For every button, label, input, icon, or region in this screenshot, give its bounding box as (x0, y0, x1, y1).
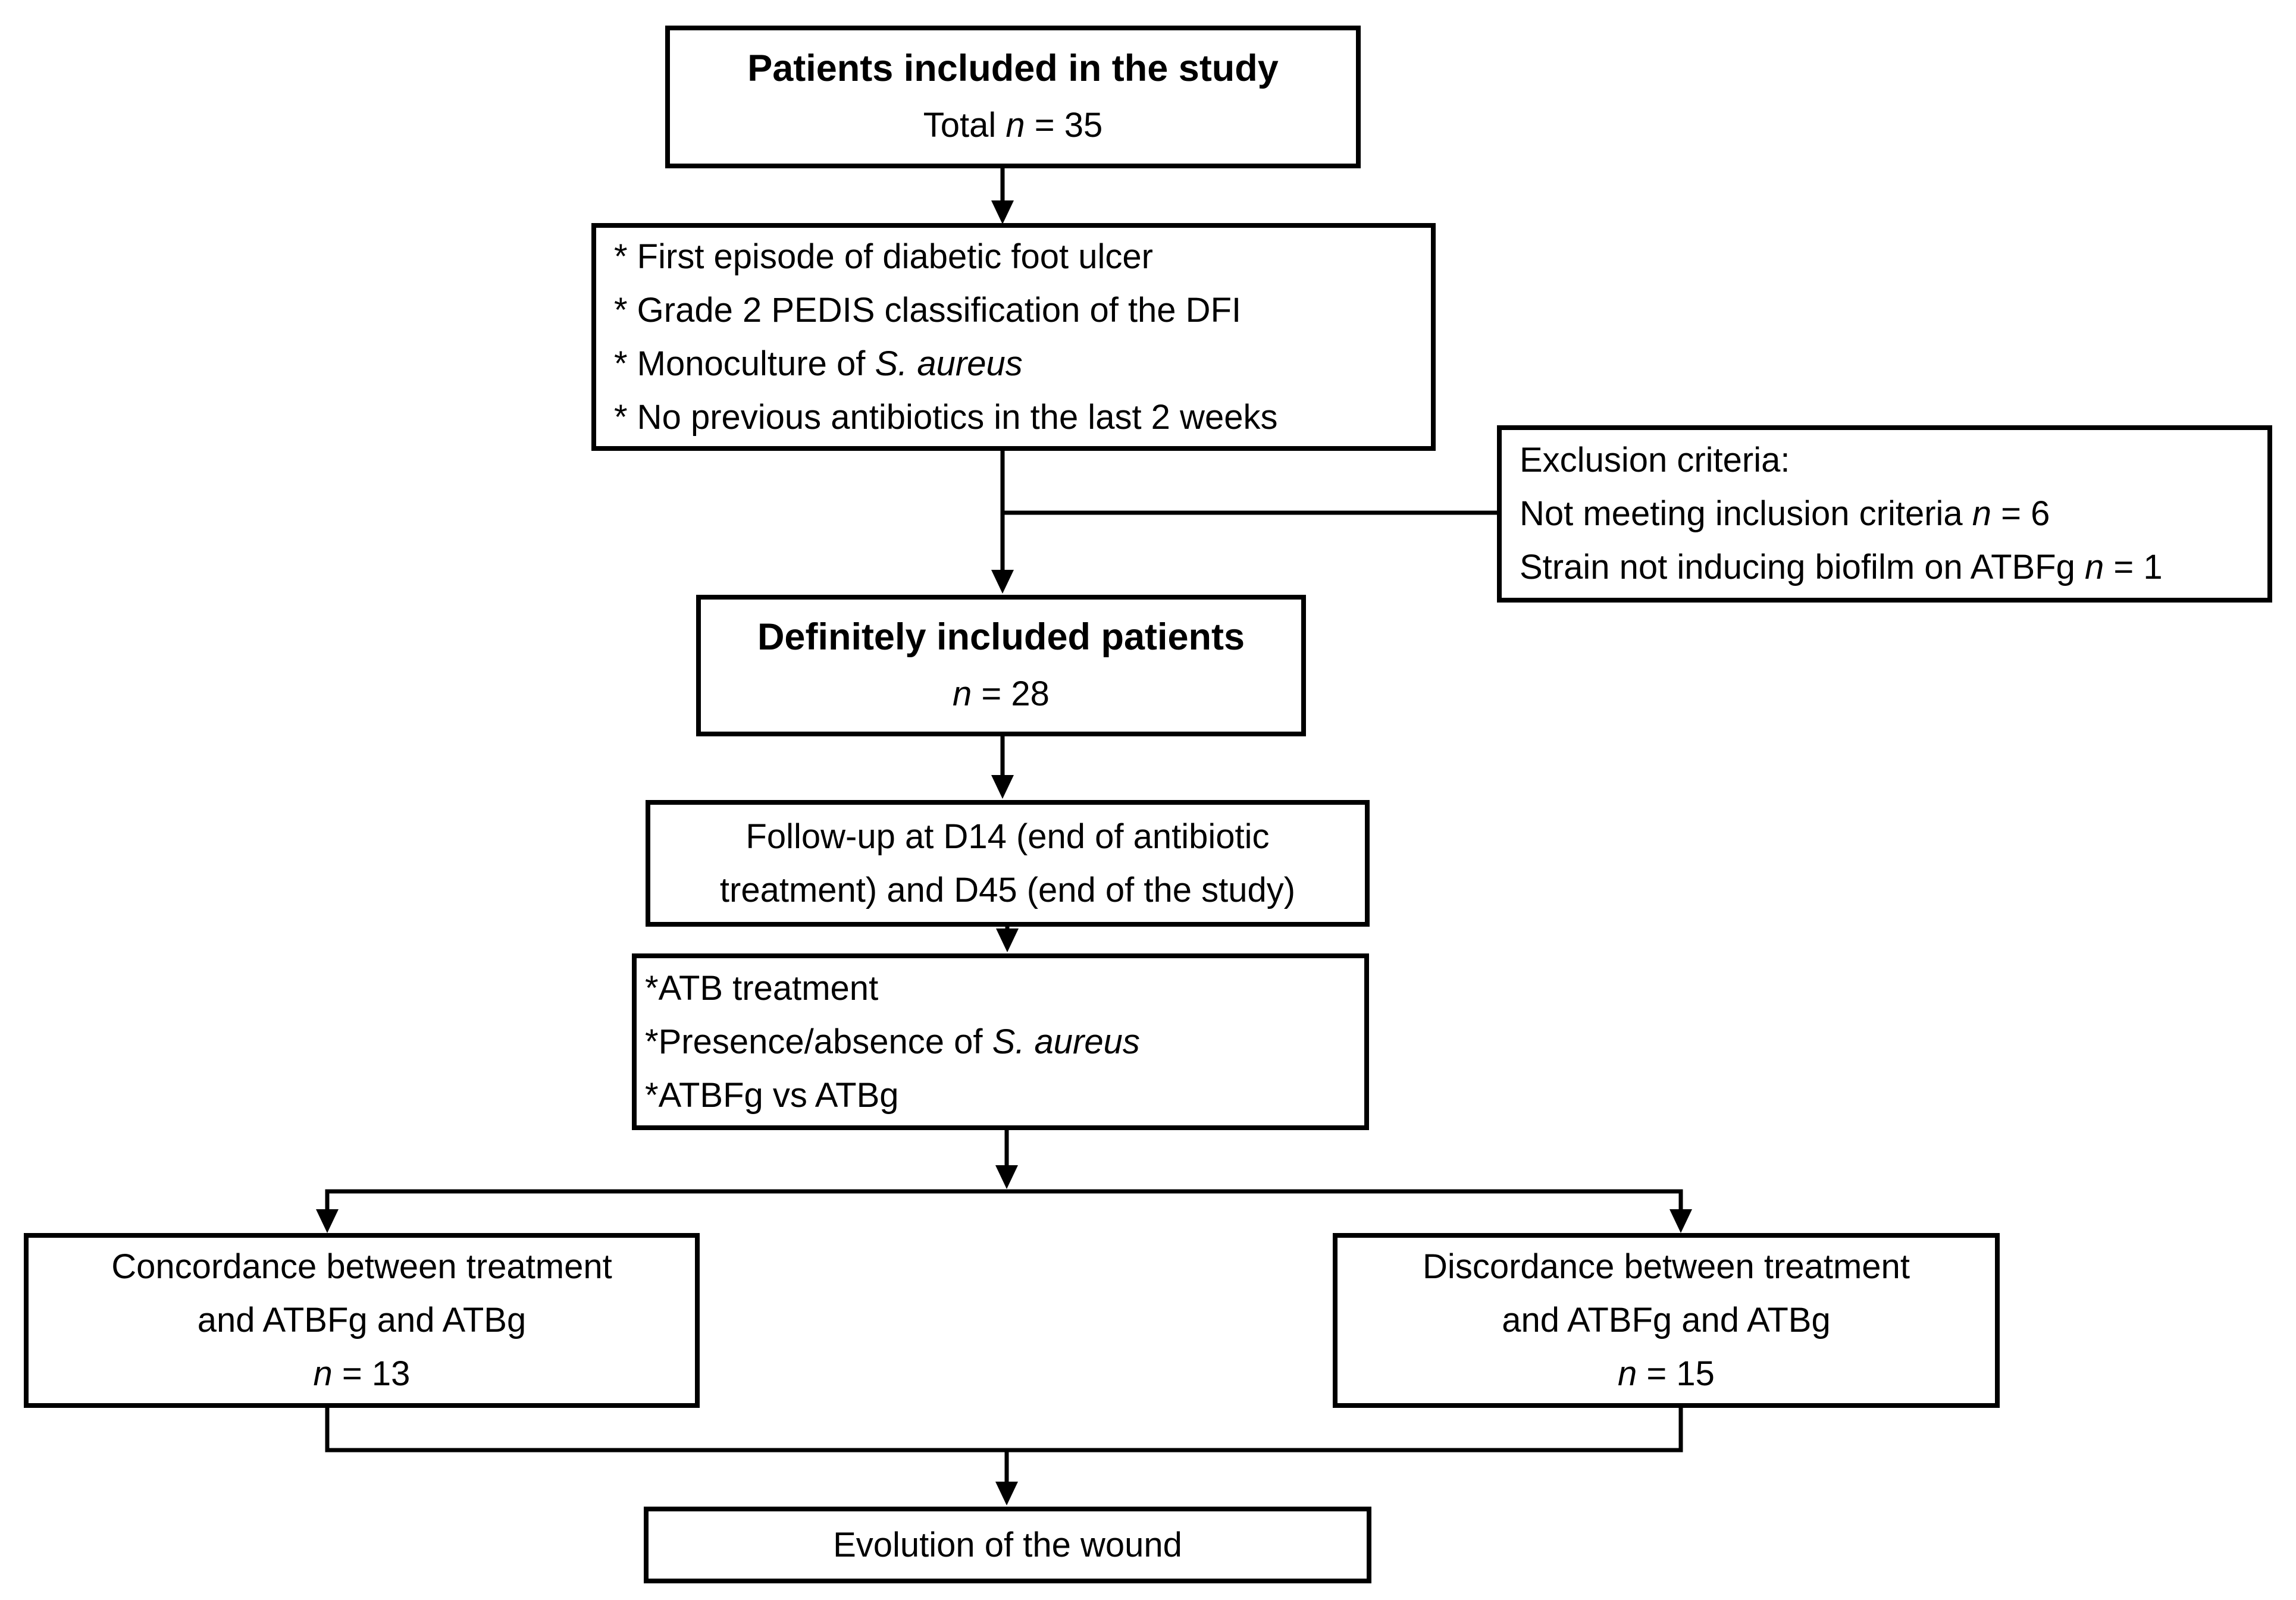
box-line: *ATB treatment (645, 962, 878, 1015)
box-line: Concordance between treatment (111, 1240, 612, 1294)
text-segment: Discordance between treatment (1423, 1247, 1910, 1286)
text-segment: = 13 (332, 1354, 411, 1393)
box-exclusion-criteria: Exclusion criteria: Not meeting inclusio… (1497, 425, 2272, 603)
arrow-criteria-to-definitely (991, 451, 1014, 594)
arrow-head (316, 1209, 339, 1233)
text-segment: = 15 (1637, 1354, 1715, 1393)
text-segment: = 6 (1991, 494, 2050, 533)
arrow-split-to-discordance (1669, 1191, 1692, 1233)
box-line: Patients included in the study (747, 40, 1279, 98)
arrow-head (991, 200, 1014, 224)
box-line: and ATBFg and ATBg (198, 1294, 526, 1347)
arrow-head (991, 775, 1014, 799)
arrow-assessments-to-split (995, 1130, 1018, 1189)
text-segment: *ATBFg vs ATBg (645, 1075, 899, 1115)
arrow-merge-to-evolution (995, 1450, 1018, 1505)
text-segment: Evolution of the wound (833, 1525, 1182, 1564)
arrow-head (995, 1482, 1018, 1505)
box-line: n = 15 (1618, 1347, 1715, 1401)
box-line: *Presence/absence of S. aureus (645, 1015, 1140, 1069)
text-segment: Strain not inducing biofilm on ATBFg (1520, 548, 2085, 586)
text-segment: = 28 (972, 674, 1050, 713)
box-line: n = 28 (953, 666, 1050, 722)
text-segment: Definitely included patients (757, 616, 1245, 658)
box-assessments: *ATB treatment *Presence/absence of S. a… (632, 953, 1369, 1130)
text-segment: n (1618, 1354, 1637, 1393)
text-segment: = 35 (1025, 106, 1103, 145)
arrow-head (995, 1165, 1018, 1189)
text-segment: n (313, 1354, 333, 1393)
text-segment: = 1 (2104, 548, 2163, 586)
box-followup: Follow-up at D14 (end of antibiotic trea… (646, 800, 1370, 927)
text-segment: * Monoculture of (614, 344, 875, 383)
box-line: Definitely included patients (757, 609, 1245, 666)
box-line: * First episode of diabetic foot ulcer (614, 230, 1153, 284)
text-segment: Patients included in the study (747, 48, 1279, 89)
text-segment: n (2084, 548, 2104, 586)
box-concordance: Concordance between treatment and ATBFg … (24, 1233, 700, 1408)
text-segment: S. aureus (992, 1022, 1140, 1061)
text-segment: Concordance between treatment (111, 1247, 612, 1286)
box-line: * No previous antibiotics in the last 2 … (614, 391, 1277, 444)
text-segment: Not meeting inclusion criteria (1520, 494, 1972, 533)
box-line: n = 13 (314, 1347, 411, 1401)
box-line: Evolution of the wound (833, 1519, 1182, 1572)
box-line: and ATBFg and ATBg (1502, 1294, 1830, 1347)
box-line: * Monoculture of S. aureus (614, 337, 1023, 391)
box-line: Follow-up at D14 (end of antibiotic (746, 810, 1269, 864)
text-segment: n (1972, 494, 1992, 533)
box-line: Not meeting inclusion criteria n = 6 (1520, 487, 2050, 541)
text-segment: treatment) and D45 (end of the study) (719, 870, 1296, 909)
box-line: Discordance between treatment (1423, 1240, 1910, 1294)
box-line: Total n = 35 (923, 98, 1103, 153)
text-segment: * No previous antibiotics in the last 2 … (614, 397, 1278, 437)
arrow-head (996, 928, 1019, 952)
arrow-followup-to-assessments (996, 927, 1019, 952)
text-segment: *ATB treatment (645, 968, 879, 1008)
text-segment: Total (923, 106, 1006, 145)
text-segment: Follow-up at D14 (end of antibiotic (746, 817, 1270, 856)
text-segment: n (953, 674, 972, 713)
box-evolution: Evolution of the wound (644, 1507, 1371, 1583)
text-segment: n (1006, 106, 1025, 145)
text-segment: and ATBFg and ATBg (197, 1301, 527, 1339)
box-inclusion-criteria: * First episode of diabetic foot ulcer *… (591, 223, 1436, 451)
arrow-head (1669, 1209, 1692, 1233)
text-segment: *Presence/absence of (645, 1022, 992, 1061)
box-line: treatment) and D45 (end of the study) (720, 864, 1295, 917)
box-patients-included: Patients included in the study Total n =… (665, 26, 1361, 168)
box-definitely-included: Definitely included patients n = 28 (696, 595, 1306, 736)
text-segment: and ATBFg and ATBg (1502, 1301, 1831, 1339)
arrow-included-to-criteria (991, 168, 1014, 224)
text-segment: * Grade 2 PEDIS classification of the DF… (614, 290, 1242, 330)
arrow-split-to-concordance (316, 1191, 339, 1233)
text-segment: S. aureus (875, 344, 1023, 383)
box-line: Strain not inducing biofilm on ATBFg n =… (1520, 541, 2163, 594)
box-line: * Grade 2 PEDIS classification of the DF… (614, 284, 1241, 337)
text-segment: Exclusion criteria: (1520, 441, 1790, 479)
box-line: *ATBFg vs ATBg (645, 1069, 899, 1122)
box-line: Exclusion criteria: (1520, 434, 1790, 487)
arrow-head (991, 570, 1014, 594)
box-discordance: Discordance between treatment and ATBFg … (1333, 1233, 2000, 1408)
arrow-definitely-to-followup (991, 736, 1014, 799)
text-segment: * First episode of diabetic foot ulcer (614, 237, 1153, 276)
